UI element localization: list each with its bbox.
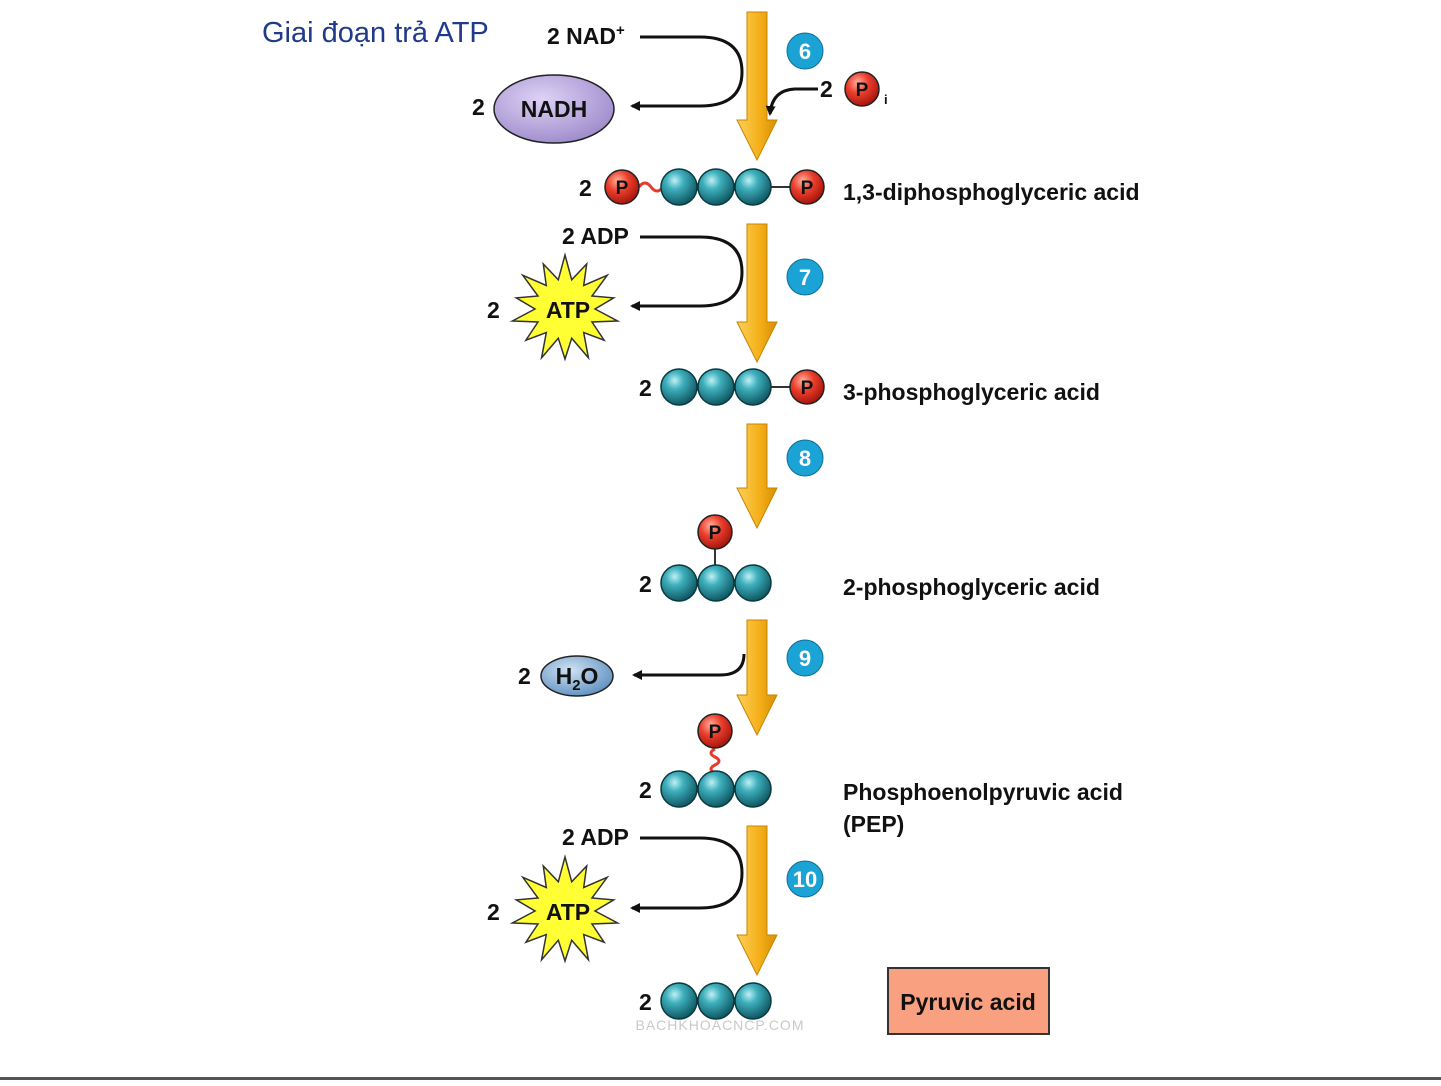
compound-name-3-phosphoglyceric: 3-phosphoglyceric acid <box>843 379 1100 405</box>
atp-coefficient-step7: 2 <box>487 297 500 323</box>
nad-label: 2 NAD+ <box>547 22 625 49</box>
high-energy-bond <box>639 183 663 191</box>
phosphate-letter: P <box>616 178 629 199</box>
pathway-arrow-step-9 <box>737 620 777 735</box>
step-number: 6 <box>799 39 811 64</box>
atp-coefficient-step10: 2 <box>487 899 500 925</box>
step-number: 10 <box>793 867 817 892</box>
carbon-atom <box>698 565 734 601</box>
compound-name-pep: Phosphoenolpyruvic acid <box>843 779 1123 805</box>
pathway-arrow-step-7 <box>737 224 777 362</box>
adp-to-atp-arrow-step7 <box>632 237 742 306</box>
carbon-atom <box>661 771 697 807</box>
carbon-atom <box>735 983 771 1019</box>
high-energy-bond <box>711 749 719 773</box>
water-coefficient: 2 <box>518 663 531 689</box>
pi-letter: P <box>856 80 869 101</box>
compound-coefficient: 2 <box>639 571 652 597</box>
phosphate-letter: P <box>709 523 722 544</box>
compound-name-2-phosphoglyceric: 2-phosphoglyceric acid <box>843 574 1100 600</box>
carbon-atom <box>698 369 734 405</box>
diagram-title: Giai đoạn trả ATP <box>262 17 489 49</box>
adp-to-atp-arrow-step10 <box>632 838 742 908</box>
step-number: 8 <box>799 446 811 471</box>
compound-name-pyruvic: Pyruvic acid <box>900 989 1036 1015</box>
carbon-atom <box>698 169 734 205</box>
watermark: BACHKHOACNCP.COM <box>636 1017 805 1033</box>
carbon-atom <box>735 369 771 405</box>
compound-name-pep-abbrev: (PEP) <box>843 811 904 837</box>
atp-label-step7: ATP <box>546 297 590 323</box>
carbon-atom <box>698 771 734 807</box>
nadh-coefficient: 2 <box>472 94 485 120</box>
compound-coefficient: 2 <box>639 375 652 401</box>
carbon-atom <box>698 983 734 1019</box>
carbon-atom <box>661 169 697 205</box>
carbon-atom <box>735 169 771 205</box>
pathway-arrow-step-10 <box>737 826 777 975</box>
adp-label-step10: 2 ADP <box>562 824 629 850</box>
carbon-atom <box>735 565 771 601</box>
carbon-atom <box>735 771 771 807</box>
phosphate-inorganic-arrow <box>770 89 818 114</box>
pi-subscript: i <box>884 92 888 107</box>
compound-coefficient: 2 <box>639 989 652 1015</box>
phosphate-letter: P <box>801 378 814 399</box>
pi-coefficient: 2 <box>820 76 833 102</box>
carbon-atom <box>661 983 697 1019</box>
step-number: 7 <box>799 265 811 290</box>
adp-label-step7: 2 ADP <box>562 223 629 249</box>
step-badges: 6 7 8 9 10 <box>787 33 823 897</box>
compound-name-diphosphoglyceric: 1,3-diphosphoglyceric acid <box>843 179 1140 205</box>
phosphate-letter: P <box>801 178 814 199</box>
pathway-arrow-step-6 <box>737 12 777 160</box>
step-number: 9 <box>799 646 811 671</box>
nad-to-nadh-arrow <box>632 37 742 106</box>
pathway-arrows <box>737 12 777 975</box>
pathway-arrow-step-8 <box>737 424 777 528</box>
nadh-label: NADH <box>521 96 587 122</box>
carbon-atom <box>661 565 697 601</box>
carbon-atom <box>661 369 697 405</box>
compound-coefficient: 2 <box>579 175 592 201</box>
bottom-border <box>0 1077 1441 1080</box>
water-release-arrow <box>634 654 744 675</box>
compound-coefficient: 2 <box>639 777 652 803</box>
phosphate-letter: P <box>709 722 722 743</box>
atp-label-step10: ATP <box>546 899 590 925</box>
